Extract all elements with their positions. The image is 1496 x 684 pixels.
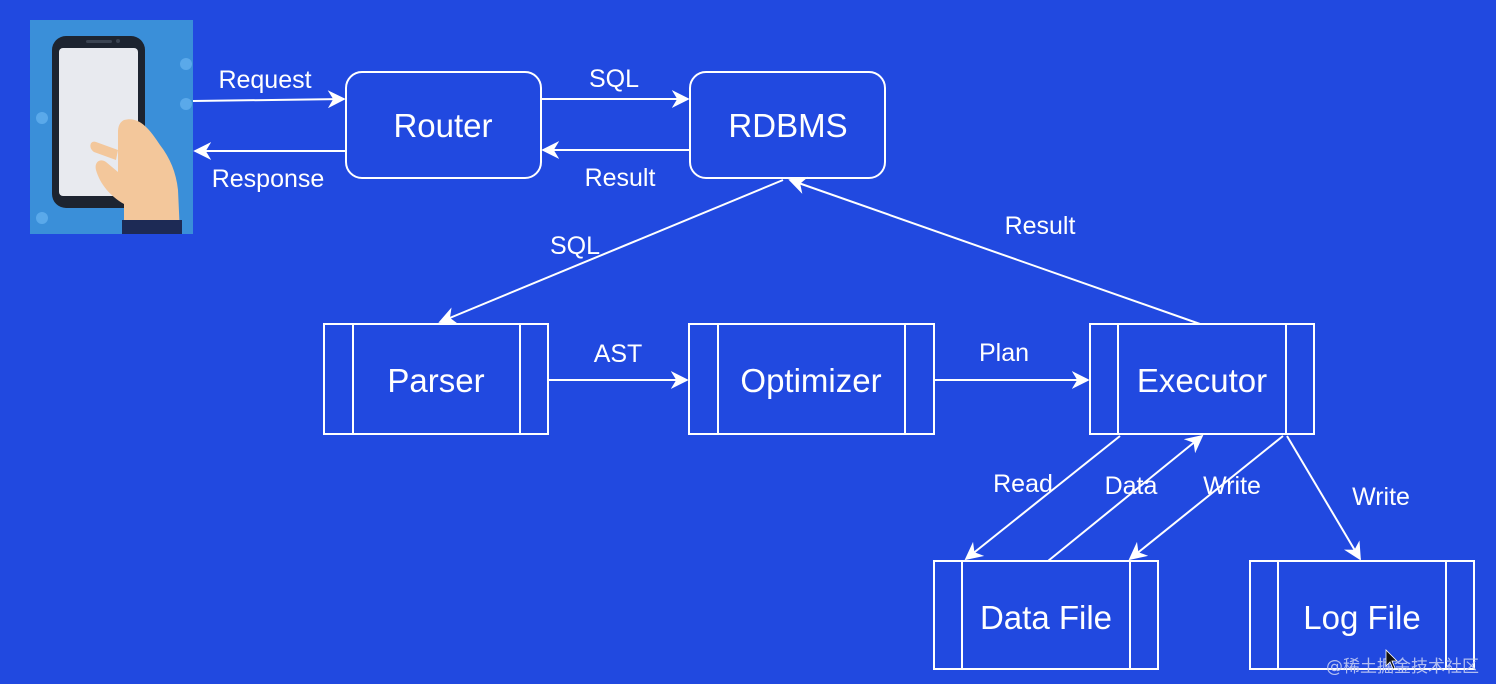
label-read: Read	[993, 470, 1053, 498]
optimizer-label: Optimizer	[740, 362, 881, 399]
rdbms-node: RDBMS	[689, 71, 886, 179]
router-node: Router	[345, 71, 542, 179]
parser-label: Parser	[387, 362, 484, 399]
edge-write-log	[1286, 435, 1361, 561]
edge-result-executor-rdbms	[788, 176, 1201, 325]
label-write-data: Write	[1203, 472, 1261, 500]
watermark: @稀土掘金技术社区	[1326, 657, 1479, 677]
cursor-icon	[1385, 649, 1398, 670]
executor-node: Executor	[1089, 323, 1315, 435]
label-result-executor: Result	[1005, 212, 1076, 240]
data-file-label: Data File	[980, 599, 1112, 636]
edge-request	[192, 90, 346, 109]
parser-node: Parser	[323, 323, 549, 435]
executor-label: Executor	[1137, 362, 1267, 399]
phone-in-hand-icon	[30, 20, 193, 234]
label-ast: AST	[594, 340, 643, 368]
label-data: Data	[1105, 472, 1158, 500]
label-sql-parser: SQL	[550, 232, 600, 260]
label-request: Request	[218, 66, 311, 94]
edge-read	[964, 435, 1121, 561]
log-file-label: Log File	[1303, 599, 1420, 636]
label-write-log: Write	[1352, 483, 1410, 511]
edge-sql-rdbms-parser	[438, 179, 784, 325]
label-sql-top: SQL	[589, 65, 639, 93]
label-response: Response	[212, 165, 325, 193]
label-plan: Plan	[979, 339, 1029, 367]
label-result-top: Result	[585, 164, 656, 192]
edge-write-data	[1128, 435, 1284, 561]
router-label: Router	[393, 107, 492, 144]
log-file-node: Log File	[1249, 560, 1475, 670]
data-file-node: Data File	[933, 560, 1159, 670]
rdbms-label: RDBMS	[728, 107, 847, 144]
edge-data	[1047, 434, 1204, 562]
optimizer-node: Optimizer	[688, 323, 935, 435]
